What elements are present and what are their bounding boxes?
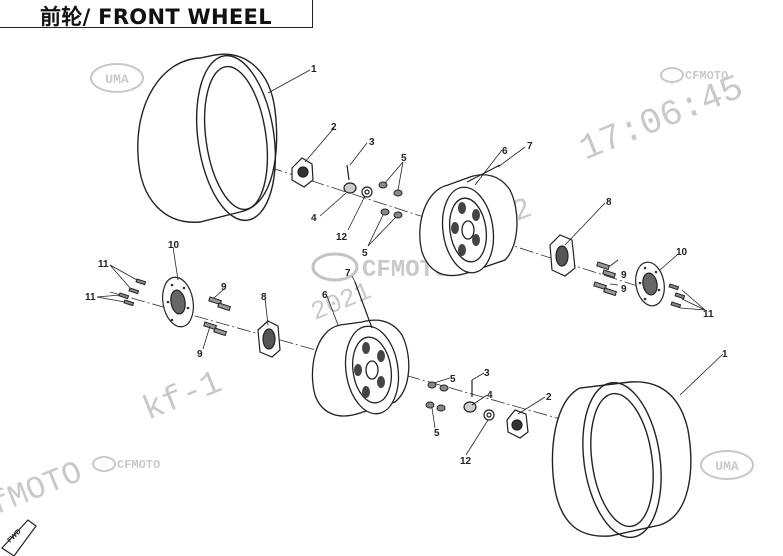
callout-11-right: 11 xyxy=(703,309,714,320)
hub-cap-lower xyxy=(506,409,529,439)
uma-logo-bottom: UMA xyxy=(700,450,754,480)
callout-2-upper: 2 xyxy=(331,122,337,133)
tire-lower xyxy=(551,381,692,539)
cfmoto-logo-bottom: CFMOTO xyxy=(92,456,160,472)
leader-lines xyxy=(96,69,724,456)
callout-labels: 1 2 3 4 12 5 5 6 7 8 9 9 10 11 10 11 11 … xyxy=(85,64,728,467)
watermark-time: 17:06:45 xyxy=(574,67,750,170)
callout-9-upper-a: 9 xyxy=(621,270,627,281)
brake-disc-right xyxy=(635,261,665,307)
studs-lower xyxy=(203,296,232,337)
valve-stem-lower xyxy=(354,281,373,329)
callout-6-upper: 6 xyxy=(502,146,508,157)
hub-cap-upper xyxy=(291,157,314,188)
callout-1-upper: 1 xyxy=(311,64,317,75)
callout-4-upper: 4 xyxy=(311,213,317,224)
page-title: 前轮/ FRONT WHEEL xyxy=(40,5,272,29)
callout-5-lower-a: 5 xyxy=(450,374,456,385)
disc-bolts-right xyxy=(668,283,686,309)
callout-5-upper-b: 5 xyxy=(362,248,368,259)
callout-9-lower-b: 9 xyxy=(197,349,203,360)
uma-text-top: UMA xyxy=(105,72,129,87)
callout-2-lower: 2 xyxy=(546,392,552,403)
tire-upper xyxy=(137,53,278,223)
callout-10-left: 10 xyxy=(168,240,180,251)
lug-nuts-lower xyxy=(425,381,449,412)
callout-7-lower: 7 xyxy=(345,268,351,279)
axle-nut-upper xyxy=(343,164,373,198)
callout-1-lower: 1 xyxy=(722,349,728,360)
cfmoto-text-bottom: CFMOTO xyxy=(117,458,160,472)
callout-6-lower: 6 xyxy=(322,290,328,301)
callout-8-lower: 8 xyxy=(261,292,267,303)
callout-9-lower-a: 9 xyxy=(221,282,227,293)
callout-11-left-a: 11 xyxy=(98,259,109,270)
callout-12-lower: 12 xyxy=(460,456,472,467)
wheel-hub-upper xyxy=(549,234,576,277)
uma-logo-top: UMA xyxy=(90,63,144,93)
fwd-arrow: FWD xyxy=(1,519,37,556)
callout-3-lower: 3 xyxy=(484,368,490,379)
disc-bolts-left xyxy=(118,278,147,307)
callout-11-left-b: 11 xyxy=(85,292,96,303)
callout-12-upper: 12 xyxy=(336,232,348,243)
callout-5-upper-a: 5 xyxy=(401,153,407,164)
uma-text-bottom: UMA xyxy=(715,459,739,474)
callout-8-upper: 8 xyxy=(606,197,612,208)
callout-9-upper-b: 9 xyxy=(621,284,627,295)
rim-lower xyxy=(311,319,410,417)
rim-upper xyxy=(419,174,518,277)
cfmoto-text-top: CFMOTO xyxy=(685,69,728,83)
watermark-code-side: fMOTO xyxy=(0,454,88,524)
wheel-hub-lower xyxy=(257,320,281,358)
watermark-code-left: kf-1 xyxy=(138,364,228,430)
callout-4-lower: 4 xyxy=(487,390,493,401)
brake-disc-left xyxy=(162,276,194,328)
callout-3-upper: 3 xyxy=(369,137,375,148)
callout-10-right: 10 xyxy=(676,247,688,258)
cfmoto-logo-top: CFMOTO xyxy=(660,67,728,83)
studs-upper xyxy=(593,261,618,297)
callout-5-lower-b: 5 xyxy=(434,428,440,439)
title-box: 前轮/ FRONT WHEEL xyxy=(0,0,313,29)
callout-7-upper: 7 xyxy=(527,141,533,152)
